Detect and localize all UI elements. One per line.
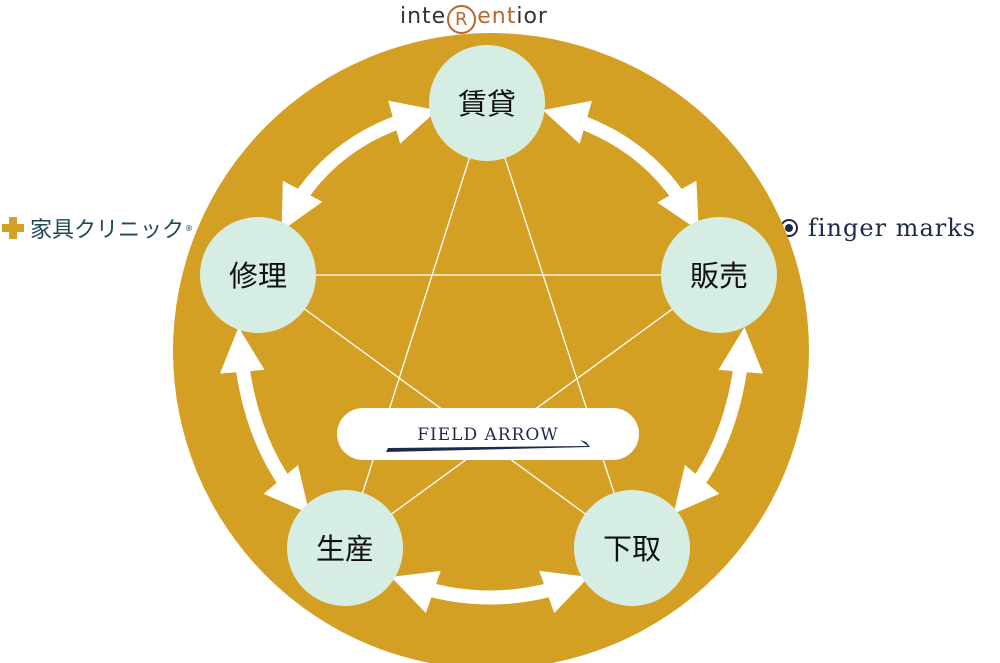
arrow-repair-produce	[219, 327, 310, 514]
arrow-sell-tradein	[673, 327, 764, 514]
arrow-rent-sell	[542, 100, 699, 231]
node-produce: 生産	[287, 490, 403, 606]
registered-mark: ®	[185, 223, 194, 233]
node-sell-label: 販売	[690, 259, 748, 293]
cycle-arrows	[219, 100, 764, 614]
node-repair: 修理	[200, 217, 316, 333]
cross-icon	[2, 217, 24, 239]
node-produce-label: 生産	[316, 532, 374, 566]
node-rent: 賃貸	[429, 45, 545, 161]
line-rent-tradein	[486, 102, 633, 549]
logo-ring-letter: R	[447, 5, 477, 34]
furniture-clinic-logo: 家具クリニック ®	[2, 212, 193, 244]
logo-text-part3: ior	[516, 4, 548, 29]
field-arrow-badge: FIELD ARROW	[337, 408, 639, 460]
line-rent-produce	[344, 102, 488, 549]
field-arrow-underline-icon	[386, 440, 590, 452]
logo-text-part2: ent	[477, 4, 517, 29]
node-tradein-label: 下取	[603, 532, 661, 566]
arrow-rent-repair	[281, 100, 438, 231]
node-repair-label: 修理	[229, 259, 287, 293]
node-rent-label: 賃貸	[458, 87, 516, 121]
node-sell: 販売	[661, 217, 777, 333]
finger-marks-text: finger marks	[808, 214, 977, 242]
field-arrow-label: FIELD ARROW	[417, 425, 559, 445]
arrow-produce-tradein	[391, 570, 589, 614]
node-tradein: 下取	[574, 490, 690, 606]
finger-marks-logo: finger marks	[780, 214, 976, 242]
logo-text-part1: inte	[400, 4, 447, 29]
furniture-clinic-text: 家具クリニック	[30, 218, 185, 243]
